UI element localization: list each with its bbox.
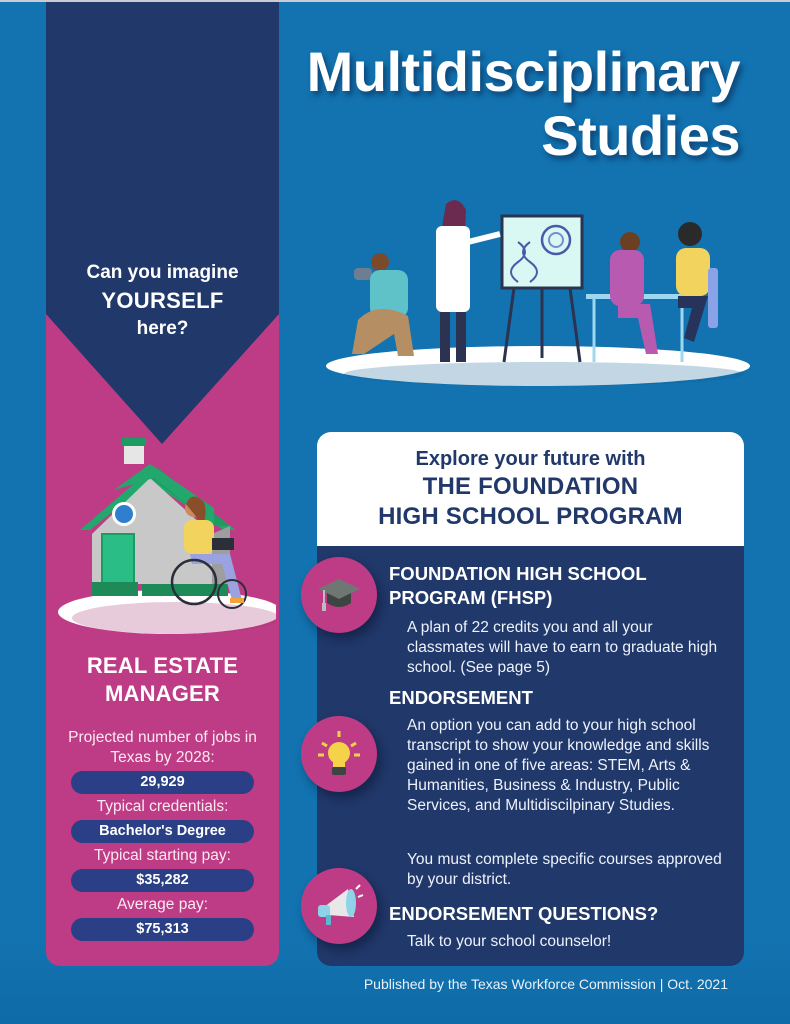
fhsp-info-card: Explore your future with THE FOUNDATION … [317,432,744,966]
megaphone-icon [301,868,377,944]
page-title: Multidisciplinary Studies [306,40,741,167]
chevron-banner [46,2,279,444]
job-title: REAL ESTATE MANAGER [86,653,239,706]
stat-value-credentials: Bachelor's Degree [71,820,254,843]
section-title-endorsement: ENDORSEMENT [389,687,533,708]
top-border [0,0,790,2]
section-title-questions: ENDORSEMENT QUESTIONS? [389,903,659,924]
career-sidebar: Can you imagine YOURSELF here? REAL ESTA… [46,2,279,966]
house-illustration [58,438,276,634]
section-text-endorsement-requirement: You must complete specific courses appro… [407,851,722,888]
section-text-endorsement: An option you can add to your high schoo… [407,717,710,814]
section-text-questions: Talk to your school counselor! [407,933,612,950]
lightbulb-icon [301,716,377,792]
imagine-prompt: Can you imagine YOURSELF here? [86,262,239,339]
stat-label-average-pay: Average pay: [116,896,209,913]
section-text-fhsp: A plan of 22 credits you and all your cl… [407,619,718,676]
stat-value-jobs: 29,929 [71,771,254,794]
stat-label-starting-pay: Typical starting pay: [94,847,231,864]
stat-label-jobs: Projected number of jobs in Texas by 202… [68,729,257,766]
job-stats: Projected number of jobs in Texas by 202… [46,728,279,944]
graduation-cap-icon [301,557,377,633]
stat-value-starting-pay: $35,282 [71,869,254,892]
publisher-credit: Published by the Texas Workforce Commiss… [363,976,728,992]
card-header: Explore your future with THE FOUNDATION … [317,432,744,546]
stat-label-credentials: Typical credentials: [96,798,229,815]
professionals-scene-illustration [326,200,750,386]
section-title-fhsp: FOUNDATION HIGH SCHOOL PROGRAM (FHSP) [389,563,647,608]
stat-value-average-pay: $75,313 [71,918,254,941]
